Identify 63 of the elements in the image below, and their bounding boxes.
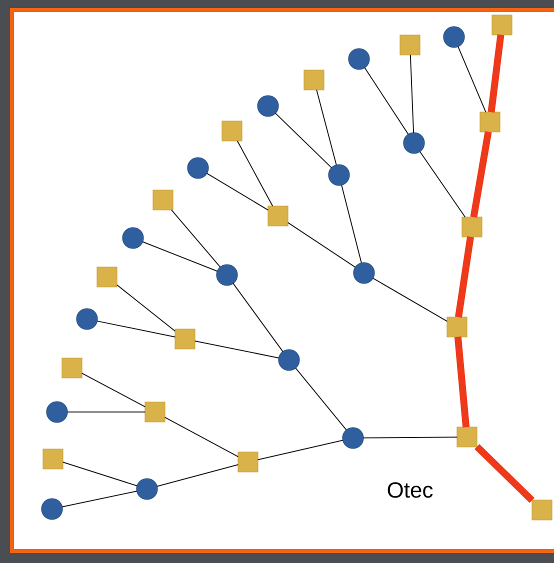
connector-line — [419, 150, 466, 218]
connector-line — [236, 140, 274, 207]
connector-line — [295, 367, 347, 431]
circle-node — [278, 349, 300, 371]
connector-line — [274, 112, 332, 168]
square-node — [446, 316, 468, 338]
square-node — [174, 328, 196, 350]
square-node — [62, 358, 82, 378]
circle-node — [257, 95, 279, 117]
connector-line — [257, 440, 344, 460]
circle-node — [403, 132, 425, 154]
circle-node — [342, 427, 364, 449]
connector-line — [81, 372, 146, 408]
square-node — [96, 266, 118, 288]
connector-line — [62, 462, 138, 486]
circle-node — [136, 478, 158, 500]
circle-node — [41, 498, 63, 520]
connector-line — [116, 284, 176, 332]
circle-node — [216, 264, 238, 286]
connector-line — [96, 320, 176, 338]
connector-line — [316, 89, 337, 166]
connector-line — [206, 172, 269, 211]
text-label: Otec — [388, 482, 433, 498]
square-node — [152, 190, 174, 210]
connector-line — [364, 67, 409, 135]
connector-line — [488, 34, 504, 113]
connector-line — [470, 131, 492, 218]
connector-line — [362, 436, 458, 438]
square-node — [268, 206, 288, 226]
square-node — [304, 70, 324, 90]
connector-line — [142, 241, 218, 272]
connector-line — [474, 444, 534, 503]
circle-node — [122, 227, 144, 249]
circle-node — [76, 308, 98, 330]
square-node — [480, 112, 500, 132]
connector-line — [164, 416, 239, 458]
connector-line — [170, 209, 221, 268]
circle-node — [328, 164, 350, 186]
square-node — [144, 402, 166, 422]
circle-node — [443, 26, 465, 48]
connector-line — [454, 336, 470, 428]
connector-line — [194, 340, 280, 358]
connector-line — [455, 236, 474, 318]
circle-node — [353, 262, 375, 284]
square-node — [42, 448, 64, 470]
square-node — [222, 120, 242, 142]
connector-line — [156, 464, 239, 487]
square-node — [456, 426, 478, 448]
square-node — [238, 452, 258, 472]
connector-line — [410, 54, 414, 134]
connector-line — [232, 282, 284, 352]
connector-line — [458, 46, 486, 113]
connector-line — [287, 222, 356, 268]
circle-node — [46, 401, 68, 423]
connector-line — [372, 278, 448, 322]
circle-node — [187, 157, 209, 179]
square-node — [462, 216, 482, 238]
circle-node — [348, 48, 370, 70]
square-node — [492, 14, 512, 36]
connector-line — [62, 490, 138, 508]
square-node — [532, 500, 552, 520]
square-node — [400, 34, 420, 56]
connector-line — [341, 184, 362, 264]
